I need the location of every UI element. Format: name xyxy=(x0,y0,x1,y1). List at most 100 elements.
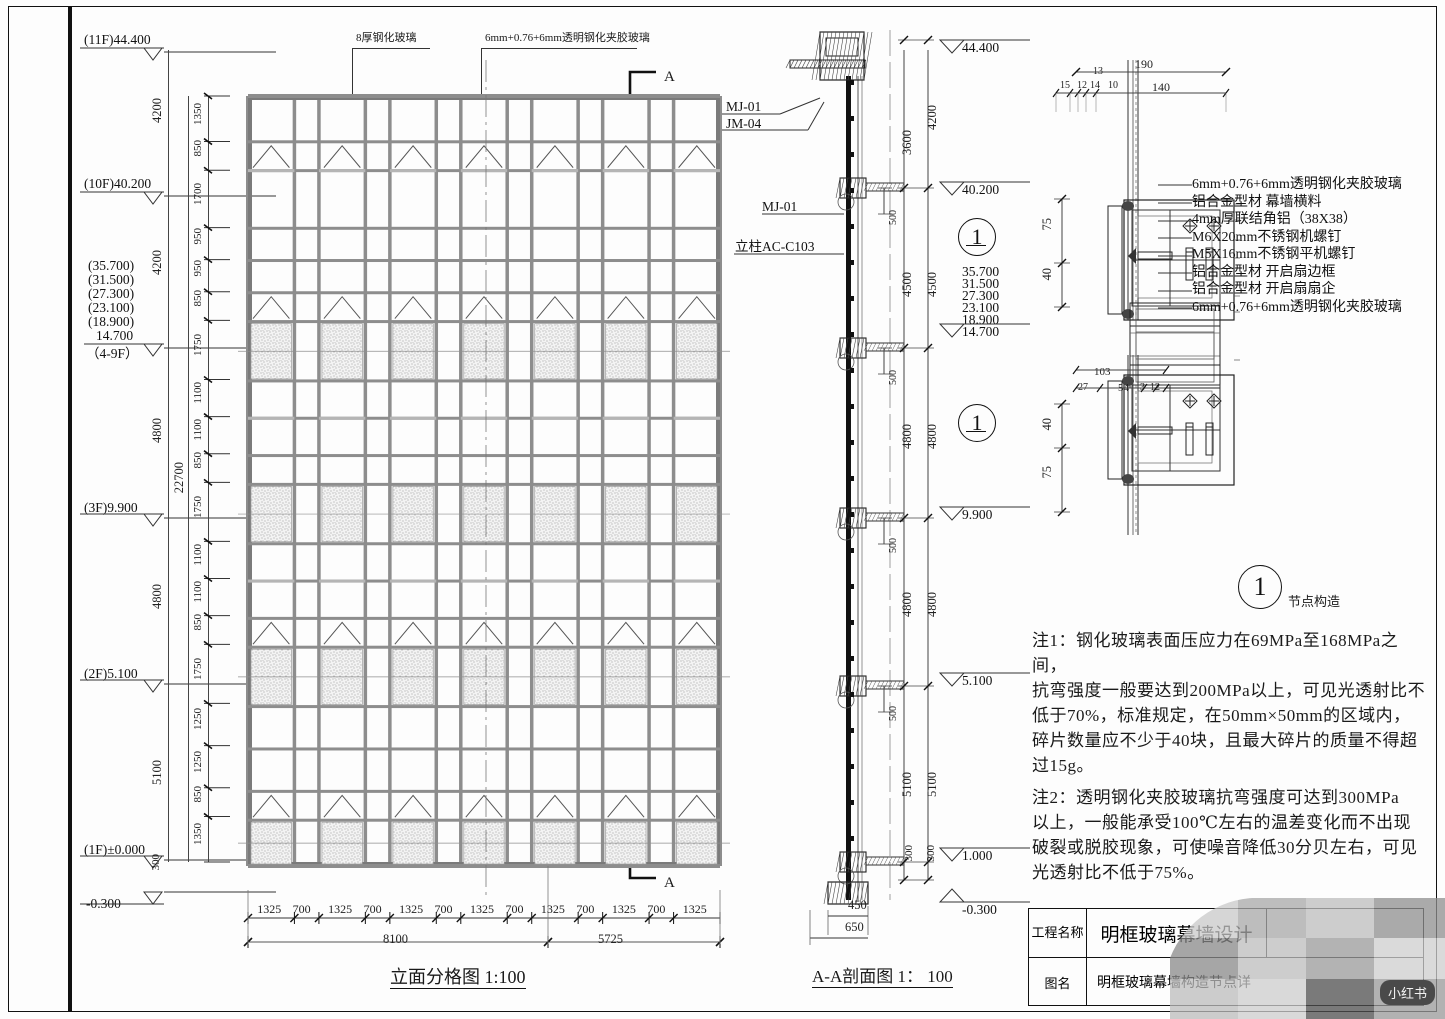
label-leader-2 xyxy=(481,48,482,100)
section-slab-dim: 500 xyxy=(888,538,899,553)
detail-annotation: 4mm厚联结角铝（38X38） xyxy=(1192,212,1357,227)
dim-bottom-value: 1325 xyxy=(399,902,424,916)
detail-dim: 14 xyxy=(1090,80,1100,91)
detail-callout-circle-1[interactable]: 1 xyxy=(958,218,996,256)
detail-annotation: M5X16mm不锈钢平机螺钉 xyxy=(1192,247,1356,262)
note-line: 抗弯强度一般要达到200MPa以上，可见光透射比不 xyxy=(1032,681,1426,700)
note-1: 注1：钢化玻璃表面压应力在69MPa至168MPa之间，抗弯强度一般要达到200… xyxy=(1032,628,1432,778)
detail-annotation-leaders xyxy=(1158,184,1192,309)
dim-panel-chain-line xyxy=(208,96,209,862)
note-line: 注2：透明钢化夹胶玻璃抗弯强度可达到300MPa xyxy=(1032,788,1400,807)
detail-side-dim-lines-2 xyxy=(1054,399,1070,517)
level-label: （4-9F） xyxy=(86,346,139,361)
section-leader-label: MJ-01 xyxy=(762,199,798,214)
detail-top-dim-lines xyxy=(1052,67,1231,112)
footing-dim-2: 650 xyxy=(845,920,864,934)
level-label: (11F)44.400 xyxy=(84,32,151,47)
level-label: (18.900) xyxy=(88,314,135,329)
section-mark-label-a-top: A xyxy=(664,69,675,85)
dim-bottom-value: 1325 xyxy=(611,902,636,916)
section-leader-label: 立柱AC-C103 xyxy=(735,239,815,254)
dim-chain-storey-line xyxy=(168,50,169,862)
section-level-label: 1.000 xyxy=(962,848,993,863)
section-dim: 4800 xyxy=(900,592,914,617)
section-level-label: 14.700 xyxy=(962,324,1000,339)
dim-bottom-value: 700 xyxy=(434,902,453,916)
section-leader-label: MJ-01 xyxy=(726,99,762,114)
dim-value-base: 300 xyxy=(150,854,162,871)
elevation-title: 立面分格图 1:100 xyxy=(390,967,526,989)
dim-bottom-value: 1325 xyxy=(682,902,707,916)
detail-node-label: 节点构造 xyxy=(1288,594,1341,609)
level-label: (35.700) xyxy=(88,258,135,273)
section-dim: 4800 xyxy=(900,424,914,449)
dim-bottom-value: 1325 xyxy=(257,902,282,916)
watermark-label: 小红书 xyxy=(1380,980,1436,1005)
label-leader-1 xyxy=(352,48,353,100)
title-block-key: 工程名称 xyxy=(1029,909,1087,957)
section-leader-label: JM-04 xyxy=(726,116,762,131)
detail-annotation: 铝合金型材 开启扇边框 xyxy=(1192,264,1336,280)
section-dim: 300 xyxy=(903,845,915,862)
detail-annotation: 铝合金型材 开启扇扇企 xyxy=(1192,282,1336,297)
section-mark-a-top xyxy=(628,70,656,94)
detail-lower-node xyxy=(1107,302,1235,535)
section-drawing xyxy=(785,30,934,945)
note-line: 光透射比不低于75%。 xyxy=(1032,863,1205,882)
section-level-label: 44.400 xyxy=(962,40,1000,55)
dim-total-left: 8100 xyxy=(383,932,408,946)
dim-value: 4200 xyxy=(150,250,164,275)
detail-annotation: M6X20mm不锈钢机螺钉 xyxy=(1192,229,1342,245)
dim-bottom-value: 700 xyxy=(505,902,524,916)
detail-dim: 15 xyxy=(1060,80,1070,91)
note-line: 低于70%，标准规定，在50mm×50mm的区域内， xyxy=(1032,706,1411,725)
section-slab-dim: 500 xyxy=(888,706,899,721)
dim-bottom-value: 1325 xyxy=(470,902,494,916)
note-line: 破裂或脱胶现象，可使噪音降低30分贝左右，可见 xyxy=(1032,838,1418,857)
detail-side-dim-lines xyxy=(1054,194,1070,312)
level-label: 14.700 xyxy=(96,328,134,343)
dim-bottom-value: 700 xyxy=(576,902,595,916)
detail-node-callout[interactable]: 1 xyxy=(1238,565,1282,609)
section-leader-lines xyxy=(722,97,844,255)
section-slab-dim: 500 xyxy=(888,370,899,385)
section-level-symbols xyxy=(938,39,1030,903)
dim-bottom-value: 700 xyxy=(647,902,666,916)
dim-value: 4200 xyxy=(150,98,164,123)
section-level-label: 40.200 xyxy=(962,182,1000,197)
detail-annotation: 6mm+0.76+6mm透明钢化夹胶玻璃 xyxy=(1192,299,1402,315)
dim-total-right: 5725 xyxy=(598,932,623,946)
section-title: A-A剖面图 1： 100 xyxy=(812,967,953,988)
dim-value: 4800 xyxy=(150,584,164,609)
section-level-label: -0.300 xyxy=(962,902,997,917)
section-dim: 5100 xyxy=(900,772,914,797)
callout-divider-2 xyxy=(966,431,986,432)
level-label: (31.500) xyxy=(88,272,135,287)
section-level-label: 5.100 xyxy=(962,673,993,688)
detail-dim: 103 xyxy=(1094,366,1111,378)
label-underline-2 xyxy=(481,48,637,49)
watermark-graphic xyxy=(1170,898,1445,1019)
detail-mid-dim-lines xyxy=(1072,365,1170,393)
dim-bottom-value: 1325 xyxy=(328,902,353,916)
section-dim: 4500 xyxy=(900,272,914,297)
footing-dim-1: 450 xyxy=(848,898,867,912)
curtain-wall-elevation xyxy=(238,94,730,868)
detail-callout-circle-2[interactable]: 1 xyxy=(958,404,996,442)
dim-value: 5100 xyxy=(150,760,164,785)
sheet-binding-edge xyxy=(68,6,72,1012)
section-slab-dim: 500 xyxy=(888,210,899,225)
callout-divider-1 xyxy=(966,245,986,246)
callout-number: 1 xyxy=(971,410,983,435)
detail-dim: 10 xyxy=(1108,80,1118,91)
label-underline-1 xyxy=(352,48,430,49)
section-mark-label-a-bottom: A xyxy=(664,875,675,891)
level-label: (10F)40.200 xyxy=(84,176,152,191)
note-line: 碎片数量应不少于40块，且最大碎片的质量不得超 xyxy=(1032,731,1418,750)
dim-bottom-value: 700 xyxy=(363,902,382,916)
dim-overall-line xyxy=(188,96,189,862)
sheet-border xyxy=(8,6,1437,1012)
dim-overall-value: 22700 xyxy=(172,462,186,494)
